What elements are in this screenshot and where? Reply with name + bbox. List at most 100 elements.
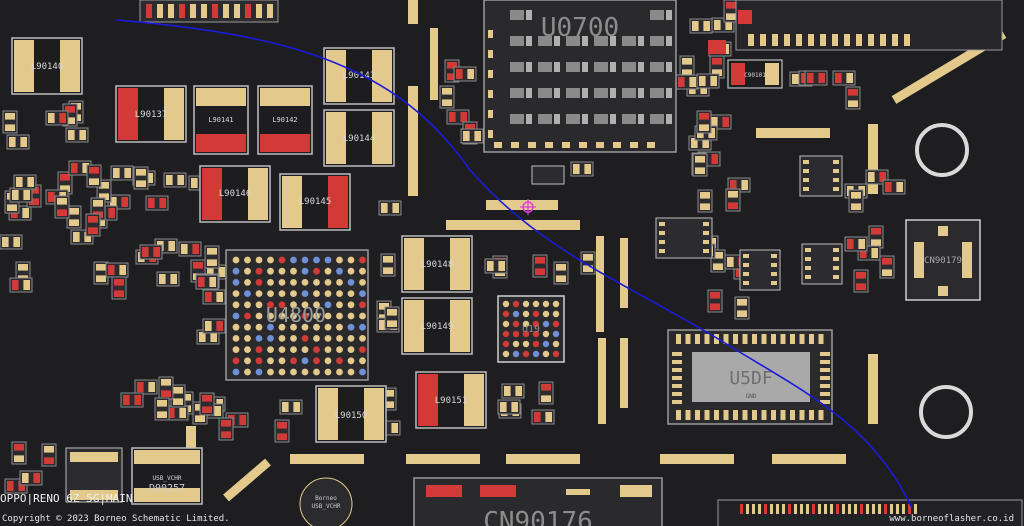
smd-component	[45, 110, 69, 126]
smd-component	[9, 187, 33, 203]
smd-component	[279, 399, 303, 415]
chip-u5df[interactable]: U5DF GND	[667, 329, 833, 425]
u5df-pad	[723, 410, 729, 420]
u0700-pad	[666, 36, 672, 46]
u19-ball	[512, 310, 520, 318]
connector-pin	[746, 504, 749, 514]
u0700-edge-pad	[488, 90, 493, 98]
connector-label-cn90176: CN90176	[483, 507, 593, 526]
smd-component	[165, 405, 189, 421]
mounting-hole-top	[915, 123, 969, 177]
u19-ball	[552, 340, 560, 348]
chip-label-u0700: U0700	[541, 13, 619, 43]
svg-text:L90143: L90143	[343, 71, 376, 81]
inductor-l90151[interactable]: L90151	[415, 371, 487, 429]
smd-component	[844, 236, 868, 252]
inductor-l90149[interactable]: L90149	[401, 297, 473, 355]
u19-ball	[542, 330, 550, 338]
u4800-ball	[313, 301, 320, 309]
connector-pin	[770, 504, 773, 514]
u4800-ball	[290, 346, 297, 353]
smd-component	[154, 397, 170, 421]
u4800-ball	[255, 335, 263, 342]
u5df-pad	[704, 334, 710, 344]
u19-ball	[522, 350, 530, 358]
connector-cn90179[interactable]: CN90179	[905, 219, 981, 301]
svg-text:L90146: L90146	[219, 189, 252, 199]
u4800-ball	[255, 301, 263, 309]
u5df-pad	[752, 334, 757, 344]
u4800-ball	[244, 368, 251, 376]
u4800-ball	[324, 357, 332, 365]
smd-component	[879, 255, 895, 279]
u4800-ball	[255, 323, 263, 331]
inductor-l90145[interactable]: L90145	[279, 173, 351, 231]
u19-ball	[522, 340, 530, 348]
svg-text:L90142: L90142	[272, 116, 297, 124]
u4800-ball	[359, 357, 366, 365]
inductor-l90140[interactable]: L90140	[11, 37, 83, 95]
connector-pin	[794, 504, 797, 514]
connector-cn90176[interactable]: CN90176	[413, 477, 663, 526]
svg-text:L90141: L90141	[208, 116, 233, 124]
inductor-l90150[interactable]: L90150	[315, 385, 387, 443]
svg-text:L90149: L90149	[421, 322, 454, 332]
u0700-pad	[526, 88, 532, 98]
top-connector	[139, 0, 279, 23]
u0700-pad	[582, 88, 588, 98]
inductor-l90137[interactable]: L90137	[115, 85, 187, 143]
u0700-pad	[594, 62, 608, 72]
u4800-ball	[336, 301, 343, 309]
chip-u0700[interactable]: U0700	[483, 0, 677, 153]
chip-u19[interactable]: U19	[497, 295, 565, 363]
top-right-connector-pin	[808, 34, 814, 46]
inductor-l90146[interactable]: L90146	[199, 165, 271, 223]
u19-ball	[542, 300, 550, 308]
capacitor-c90101[interactable]: C90101	[727, 59, 783, 89]
u19-ball	[542, 350, 550, 358]
inductor-l90148[interactable]: L90148	[401, 235, 473, 293]
test-pad-borneo-usb-vchr[interactable]: Borneo USB_VCHR	[299, 477, 353, 526]
u0700-pad	[610, 88, 616, 98]
smd-component	[202, 289, 226, 305]
inductor-l90141[interactable]: L90141	[193, 85, 249, 155]
u0700-pad	[594, 88, 608, 98]
connector-bottom-right[interactable]: www.borneoflasher.co.id	[717, 499, 1023, 526]
inductor-l90142[interactable]: L90142	[257, 85, 313, 155]
inductor-l90144[interactable]: L90144	[323, 109, 395, 167]
connector-pin	[740, 504, 743, 514]
inductor-l90143[interactable]: L90143	[323, 47, 395, 105]
gold-strip	[290, 454, 364, 464]
u0700-pad	[554, 36, 560, 46]
u19-ball	[552, 320, 560, 328]
smd-component	[378, 200, 402, 216]
u4800-ball	[347, 301, 355, 309]
u0700-pad	[650, 62, 664, 72]
u4800-ball	[244, 312, 251, 320]
smd-component	[134, 379, 158, 395]
u4800-ball	[267, 346, 274, 353]
smd-component	[531, 409, 555, 425]
u19-ball	[502, 340, 510, 348]
top-connector-pin	[223, 4, 229, 18]
diode-d90257[interactable]: USB_VCHR D90257	[131, 447, 203, 505]
u4800-ball	[324, 335, 332, 342]
probe-marker[interactable]	[520, 199, 536, 215]
u4800-ball	[324, 346, 332, 353]
connector-pin	[884, 504, 887, 514]
u0700-pad	[554, 114, 560, 124]
u5df-pad	[733, 410, 738, 420]
gold-strip	[408, 86, 418, 196]
smd-component	[13, 174, 37, 190]
smd-component	[853, 269, 869, 293]
smd-component	[41, 443, 57, 467]
u19-ball	[552, 300, 560, 308]
u4800-ball	[313, 279, 320, 286]
connector-pin	[854, 504, 857, 514]
top-right-connector-pin	[832, 34, 838, 46]
top-connector-pin	[168, 4, 174, 18]
u19-ball	[502, 350, 510, 358]
chip-u4800[interactable]: U4800	[225, 249, 369, 381]
